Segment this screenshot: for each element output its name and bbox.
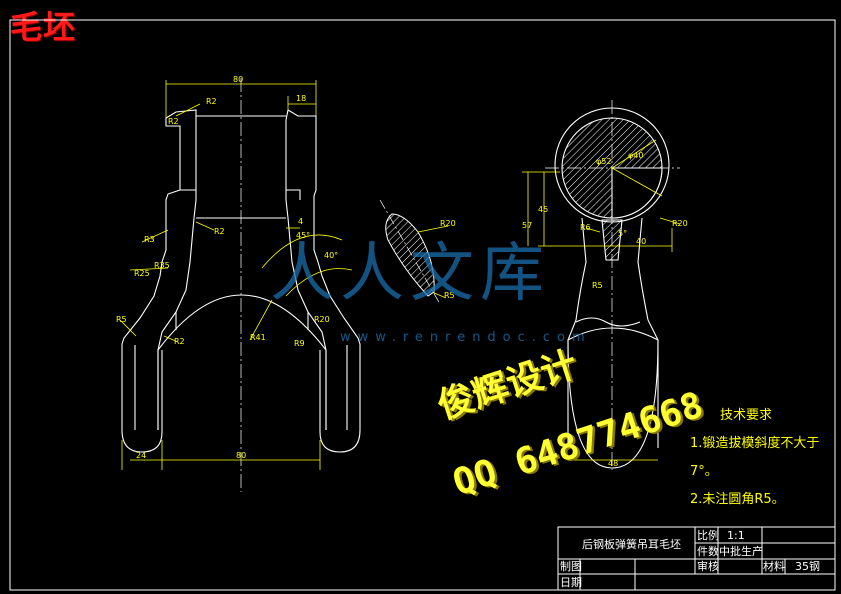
tech-notes-title: 技术要求 (720, 408, 773, 423)
dim-r6-right: R6 (580, 223, 591, 232)
dim-ang-40: 40° (324, 251, 338, 260)
section-cut-line (379, 199, 441, 305)
dim-r25: R25 (134, 269, 150, 278)
dim-4: 4 (298, 217, 303, 226)
dim-ang-45: 45° (296, 231, 310, 240)
piece-label: 件数 (697, 545, 719, 558)
eye-inner-cut (611, 167, 663, 219)
dim-40: 40 (636, 237, 646, 246)
front-dimensions (119, 80, 353, 470)
dim-57: 57 (522, 221, 532, 230)
section-shape (385, 213, 435, 297)
dim-phi52: φ52 (596, 157, 611, 166)
dim-r5-left: R5 (116, 315, 127, 324)
dim-r41: R41 (250, 333, 266, 342)
title-block (557, 526, 836, 591)
weight-label: 重量 (697, 559, 719, 573)
piece-value: 中批生产 (719, 544, 763, 558)
dim-phi40: φ40 (628, 151, 643, 160)
dim-r2-mid: R2 (214, 227, 225, 236)
lower-body (157, 312, 327, 430)
dim-r2-lower: R2 (174, 337, 185, 346)
dim-bottom-24: 24 (136, 451, 146, 460)
stem-hatch (601, 219, 623, 261)
front-view (121, 78, 361, 492)
tech-notes: 技术要求 1.锻造拔模斜度不大于7°。 2.未注圆角R5。 (690, 402, 841, 514)
section-dimension-text: R20 R5 (440, 219, 456, 300)
dim-ang-5: 5° (618, 229, 627, 238)
fork-shoulders (180, 189, 301, 200)
side-dimension-text: φ52 φ40 R20 R6 5° 57 45 40 48 R5 (522, 151, 688, 468)
side-dimensions (522, 139, 681, 461)
dim-r9: R9 (294, 339, 305, 348)
left-bottom-boss (121, 350, 163, 453)
stem-wave (575, 317, 641, 327)
part-name: 后钢板弹簧吊耳毛坯 (582, 537, 681, 551)
scale-value: 1:1 (727, 529, 745, 542)
dim-r20-mid: R20 (314, 315, 330, 324)
dim-48: 48 (608, 459, 618, 468)
cross-section (379, 199, 441, 305)
dim-top-right-width: 18 (296, 94, 306, 103)
watermark-url: www.renrendoc.com (340, 330, 592, 345)
material-value: 35钢 (795, 560, 820, 573)
dim-r2-top: R2 (206, 97, 217, 106)
dim-r5-right: R5 (592, 281, 603, 290)
stem-left (567, 217, 587, 341)
date-label: 日期 (560, 576, 582, 589)
sheet-title: 毛坯 (10, 8, 77, 46)
dim-bottom-80: 80 (236, 451, 246, 460)
review-label: 审核 (697, 559, 719, 573)
watermark-brand: 人人文库 (270, 237, 550, 311)
left-arm-outline (121, 109, 197, 430)
sheet-border (9, 19, 836, 591)
right-bottom-boss (319, 350, 361, 453)
front-dimension-text: 80 18 R2 R2 R3 R2 R35 R25 R5 R2 R41 R9 R… (116, 75, 338, 460)
central-arch (157, 294, 327, 351)
tech-note-2: 2.未注圆角R5。 (690, 492, 785, 507)
bottom-eye (567, 327, 659, 469)
dim-r3: R3 (144, 235, 155, 244)
dim-sec-r5: R5 (444, 291, 455, 300)
section-dimensions (417, 225, 449, 299)
stem-right (637, 217, 659, 341)
dim-r20-right: R20 (672, 219, 688, 228)
material-label: 材料 (763, 559, 785, 573)
dim-r2-left: R2 (168, 117, 179, 126)
dim-sec-r20: R20 (440, 219, 456, 228)
dim-top-width: 80 (233, 75, 243, 84)
dim-r35: R35 (154, 261, 170, 270)
draw-label: 制图 (560, 560, 582, 573)
dim-45: 45 (538, 205, 548, 214)
scale-label: 比例 (697, 528, 719, 542)
tech-note-1: 1.锻造拔模斜度不大于7°。 (690, 436, 820, 479)
title-block-text: 后钢板弹簧吊耳毛坯 比例 1:1 件数 中批生产 制图 审核 重量 材料 35钢… (560, 528, 820, 589)
